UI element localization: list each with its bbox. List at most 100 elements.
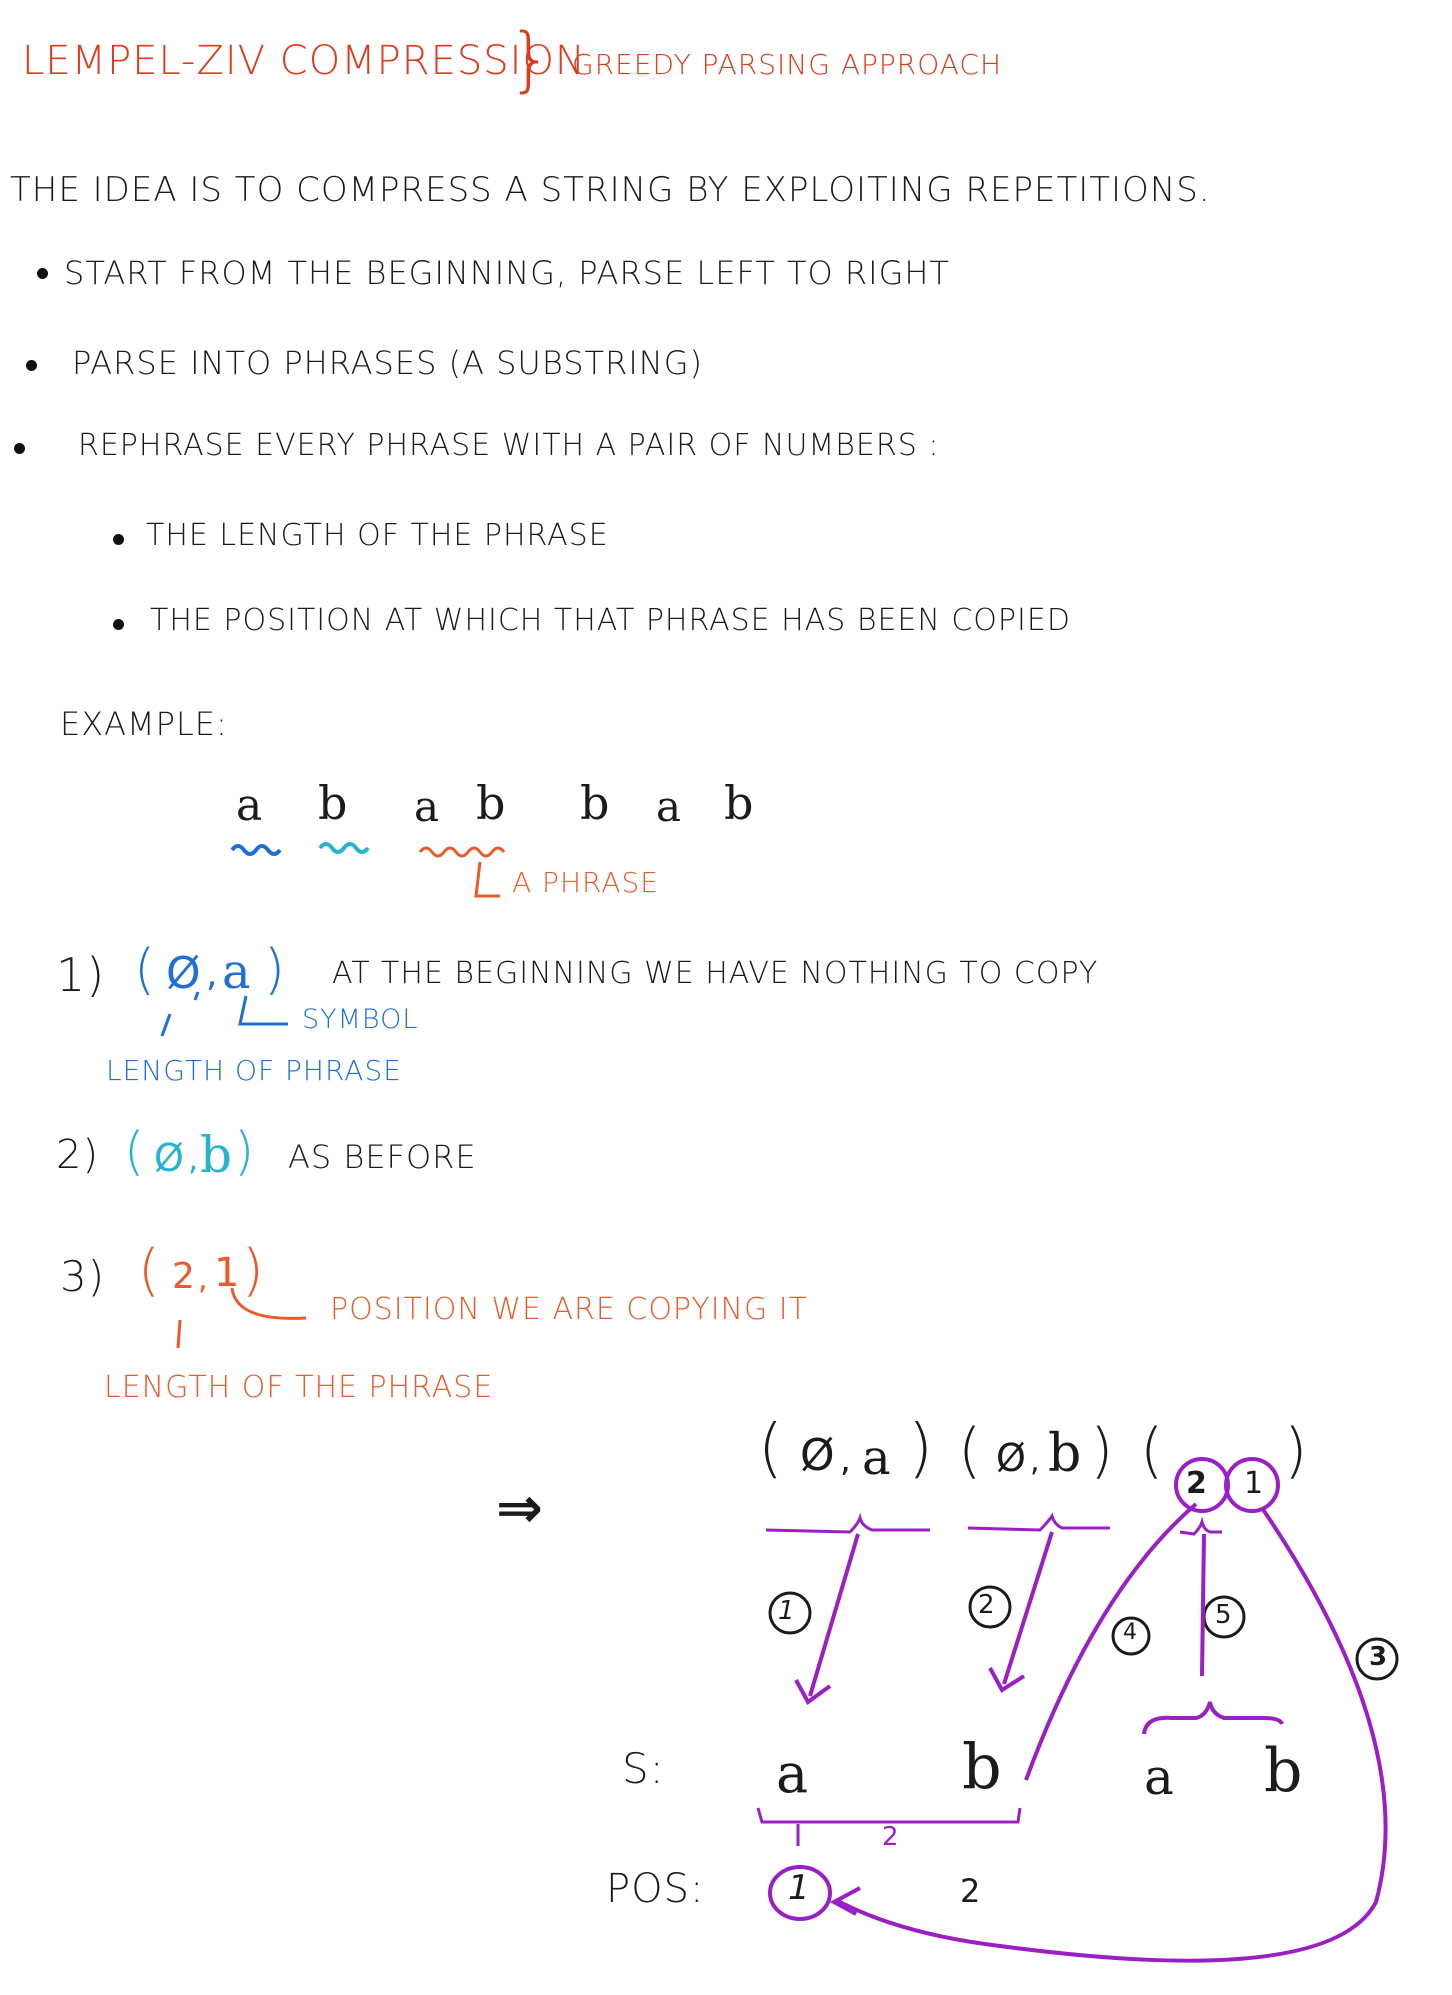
pointer-hook <box>230 1287 307 1320</box>
s-char: b <box>1264 1736 1304 1806</box>
step-tuple-sep: , <box>206 954 219 995</box>
bullet-dot <box>26 360 37 371</box>
step-number: 1) <box>56 948 106 1002</box>
step-number: 3) <box>60 1252 106 1301</box>
diagram-tuple-first: Ø <box>800 1430 836 1481</box>
string-char: b <box>318 776 349 830</box>
pos-label: POS: <box>606 1866 705 1912</box>
circled-number: 5 <box>1215 1600 1233 1630</box>
s-char: b <box>962 1730 1003 1803</box>
circled-number: 3 <box>1369 1642 1389 1672</box>
step-note: AS BEFORE <box>288 1138 477 1176</box>
pointer-hook <box>238 995 288 1026</box>
step-tuple-open: ( <box>138 1238 161 1303</box>
step-tuple-second: 1 <box>214 1250 241 1296</box>
bullet-text: START FROM THE BEGINNING, PARSE LEFT TO … <box>64 254 950 292</box>
step-circle <box>768 1591 812 1635</box>
diagram-tuple-close: ) <box>908 1412 934 1486</box>
circled-number: 2 <box>978 1590 996 1620</box>
diagram-tuple-sep: , <box>1030 1444 1041 1479</box>
brace-under <box>1179 1516 1222 1536</box>
sub-bullet-dot <box>113 619 124 630</box>
diagram-tuple-first: 2 <box>1186 1466 1208 1501</box>
step-tuple-close: ) <box>234 1122 256 1182</box>
step-tuple-close: ) <box>264 938 287 1001</box>
diagram-tuple-open: ( <box>958 1416 983 1486</box>
diagram-tuple-second: 1 <box>1244 1466 1265 1501</box>
bullet-dot <box>14 443 25 454</box>
bullet-text: PARSE INTO PHRASES (A SUBSTRING) <box>72 344 703 382</box>
step-sub-left: LENGTH OF THE PHRASE <box>104 1370 494 1405</box>
diagram-tuple-second: b <box>1048 1424 1083 1484</box>
step-tuple-first: Ø <box>166 948 202 999</box>
pos-number: 1 <box>788 1868 811 1908</box>
copy-arrow-head <box>794 1679 832 1705</box>
step-tuple-second: a <box>222 944 252 1000</box>
step-tuple-first: Ø <box>154 1136 185 1180</box>
copy-curve <box>835 1506 1388 1963</box>
step-note: AT THE BEGINNING WE HAVE NOTHING TO COPY <box>332 956 1099 991</box>
copy-curve <box>1024 1502 1198 1781</box>
diagram-tuple-close: ) <box>1090 1416 1115 1486</box>
page-title: LEMPEL-ZIV COMPRESSION <box>22 38 586 84</box>
s-char: a <box>1144 1748 1175 1806</box>
step-circle <box>1355 1637 1399 1681</box>
step-circle <box>968 1585 1012 1629</box>
pos-number: 2 <box>960 1872 982 1910</box>
step-sub-left: LENGTH OF PHRASE <box>106 1054 402 1087</box>
phrase-note: A PHRASE <box>512 866 659 899</box>
copy-arrow-head <box>988 1667 1026 1693</box>
step-tuple-open: ( <box>134 938 157 1001</box>
string-char: a <box>414 782 441 831</box>
string-char: b <box>476 776 507 830</box>
diagram-tuple-sep: , <box>840 1440 852 1480</box>
step-sub-right: POSITION WE ARE COPYING IT <box>330 1292 808 1327</box>
span-bracket <box>756 1807 1022 1824</box>
copy-arrow <box>808 1533 860 1697</box>
comma-mark <box>193 991 200 1001</box>
implies-arrow: ⇒ <box>496 1476 544 1541</box>
string-char: a <box>236 780 264 831</box>
circled-number: 1 <box>778 1596 796 1626</box>
squiggle-underline <box>230 844 282 856</box>
s-label: S: <box>622 1744 665 1793</box>
diagram-tuple-open: ( <box>1140 1416 1165 1486</box>
step-circle <box>1202 1595 1246 1639</box>
page-subtitle: GREEDY PARSING APPROACH <box>572 48 1003 81</box>
sub-bullet-text: THE POSITION AT WHICH THAT PHRASE HAS BE… <box>150 603 1071 638</box>
s-char: a <box>776 1742 810 1805</box>
sub-bullet-text: THE LENGTH OF THE PHRASE <box>146 518 609 553</box>
brace-under <box>967 1512 1110 1532</box>
sub-bullet-dot <box>113 534 124 545</box>
pointer-line <box>176 1319 182 1349</box>
step-tuple-sep: , <box>188 1140 200 1178</box>
step-tuple-open: ( <box>124 1122 146 1182</box>
copy-line <box>1200 1533 1206 1677</box>
copy-arrow <box>1002 1531 1054 1685</box>
brace-under <box>765 1512 930 1534</box>
step-tuple-first: 2 <box>172 1256 196 1297</box>
title-brace: } <box>508 18 554 100</box>
string-char: a <box>656 782 683 831</box>
diagram-tuple-open: ( <box>758 1412 784 1486</box>
span-label: 2 <box>882 1822 900 1852</box>
diagram-tuple-first: Ø <box>996 1436 1027 1480</box>
phrase-hook <box>474 861 500 898</box>
highlight-circle <box>1224 1457 1280 1513</box>
string-char: b <box>724 776 755 830</box>
copy-arrow-head <box>829 1886 861 1916</box>
brace-over <box>1142 1701 1284 1735</box>
intro-text: THE IDEA IS TO COMPRESS A STRING BY EXPL… <box>10 170 1211 210</box>
step-sub-right: SYMBOL <box>302 1004 419 1035</box>
diagram-tuple-close: ) <box>1284 1416 1309 1486</box>
step-tuple-sep: , <box>198 1262 209 1297</box>
squiggle-underline <box>318 842 370 854</box>
pos-circle <box>768 1865 832 1921</box>
example-label: EXAMPLE: <box>60 705 228 743</box>
squiggle-underline <box>418 846 506 858</box>
step-number: 2) <box>56 1132 100 1178</box>
bullet-text: REPHRASE EVERY PHRASE WITH A PAIR OF NUM… <box>78 428 940 463</box>
diagram-tuple-second: a <box>862 1430 892 1486</box>
circled-number: 4 <box>1123 1620 1138 1645</box>
